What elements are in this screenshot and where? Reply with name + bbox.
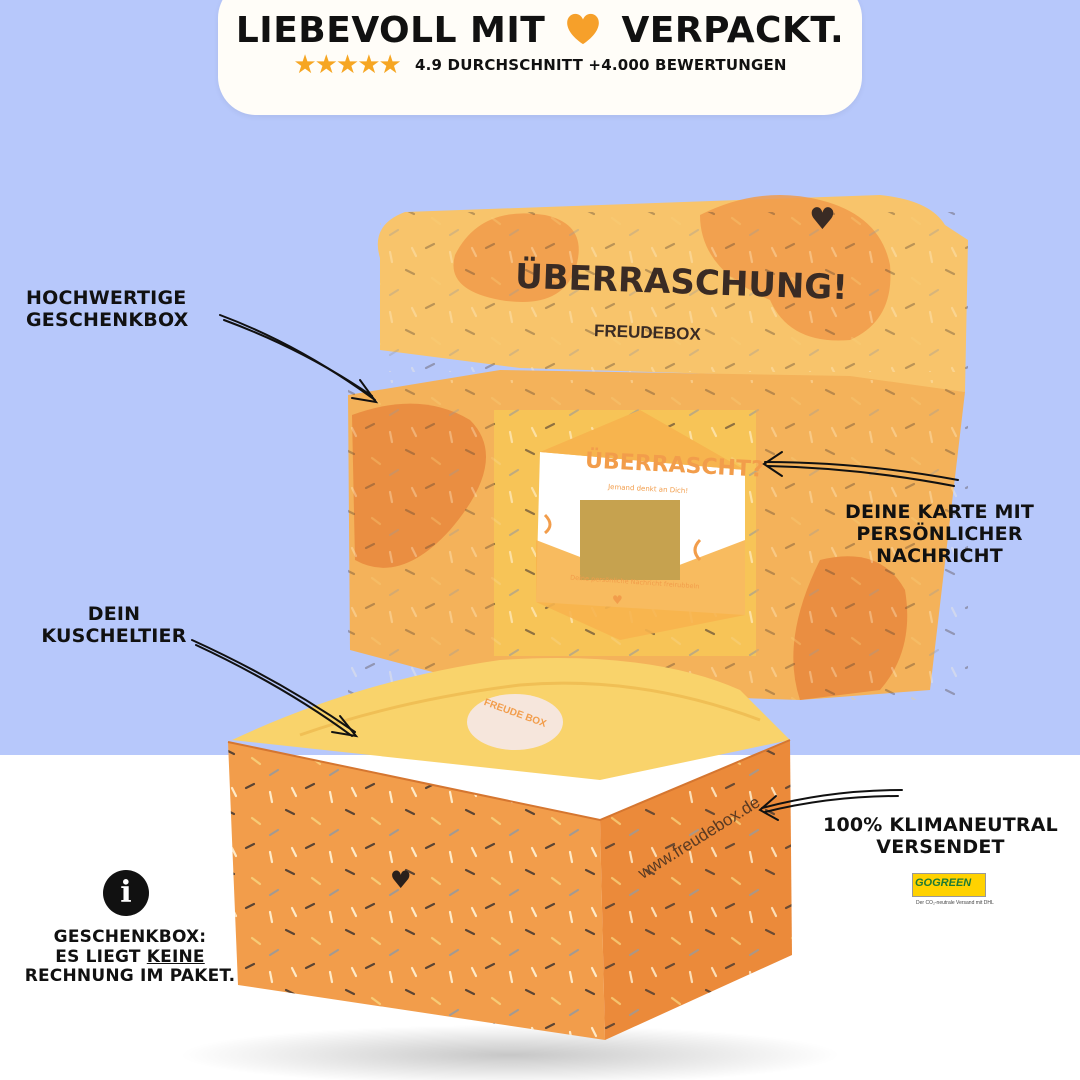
front-heart-icon: ♥ — [390, 866, 412, 894]
lid-logo: FREUDEBOX — [593, 321, 702, 344]
no-invoice-line2: ES LIEGT KEINE — [10, 946, 250, 968]
no-invoice-line3: RECHNUNG IM PAKET. — [24, 966, 236, 987]
headline: LIEBEVOLL MIT VERPACKT. — [218, 10, 862, 51]
gogreen-caption: Der CO₂-neutrale Versand mit DHL — [916, 900, 994, 906]
lid-heart-icon: ♥ — [809, 202, 836, 237]
callout-plush: DEIN KUSCHELTIER — [41, 603, 187, 647]
card-heart-icon: ♥ — [612, 593, 623, 607]
callout-climate: 100% KLIMANEUTRAL VERSENDET — [823, 814, 1058, 858]
star-icon: ★★★★★ — [293, 50, 402, 80]
headline-right: VERPACKT. — [621, 10, 845, 51]
no-invoice-keine: KEINE — [146, 946, 205, 967]
headline-left: LIEBEVOLL MIT — [235, 10, 546, 51]
callout-no-invoice: GESCHENKBOX: ES LIEGT KEINE RECHNUNG IM … — [10, 927, 250, 987]
heart-icon — [567, 13, 600, 45]
no-invoice-line1: GESCHENKBOX: — [53, 927, 207, 947]
rating-text: 4.9 DURCHSCHNITT +4.000 BEWERTUNGEN — [414, 56, 787, 74]
header-card: LIEBEVOLL MIT VERPACKT. ★★★★★ 4.9 DURCHS… — [218, 0, 862, 115]
gogreen-label: GOGREEN — [915, 877, 972, 889]
rating-row: ★★★★★ 4.9 DURCHSCHNITT +4.000 BEWERTUNGE… — [218, 50, 862, 80]
callout-premium-box: HOCHWERTIGE GESCHENKBOX — [26, 287, 189, 331]
info-icon: i — [103, 870, 149, 916]
callout-card: DEINE KARTE MIT PERSÖNLICHER NACHRICHT — [844, 501, 1034, 567]
gogreen-badge: GOGREEN — [912, 873, 986, 897]
no-invoice-line2a: ES LIEGT — [55, 946, 147, 967]
